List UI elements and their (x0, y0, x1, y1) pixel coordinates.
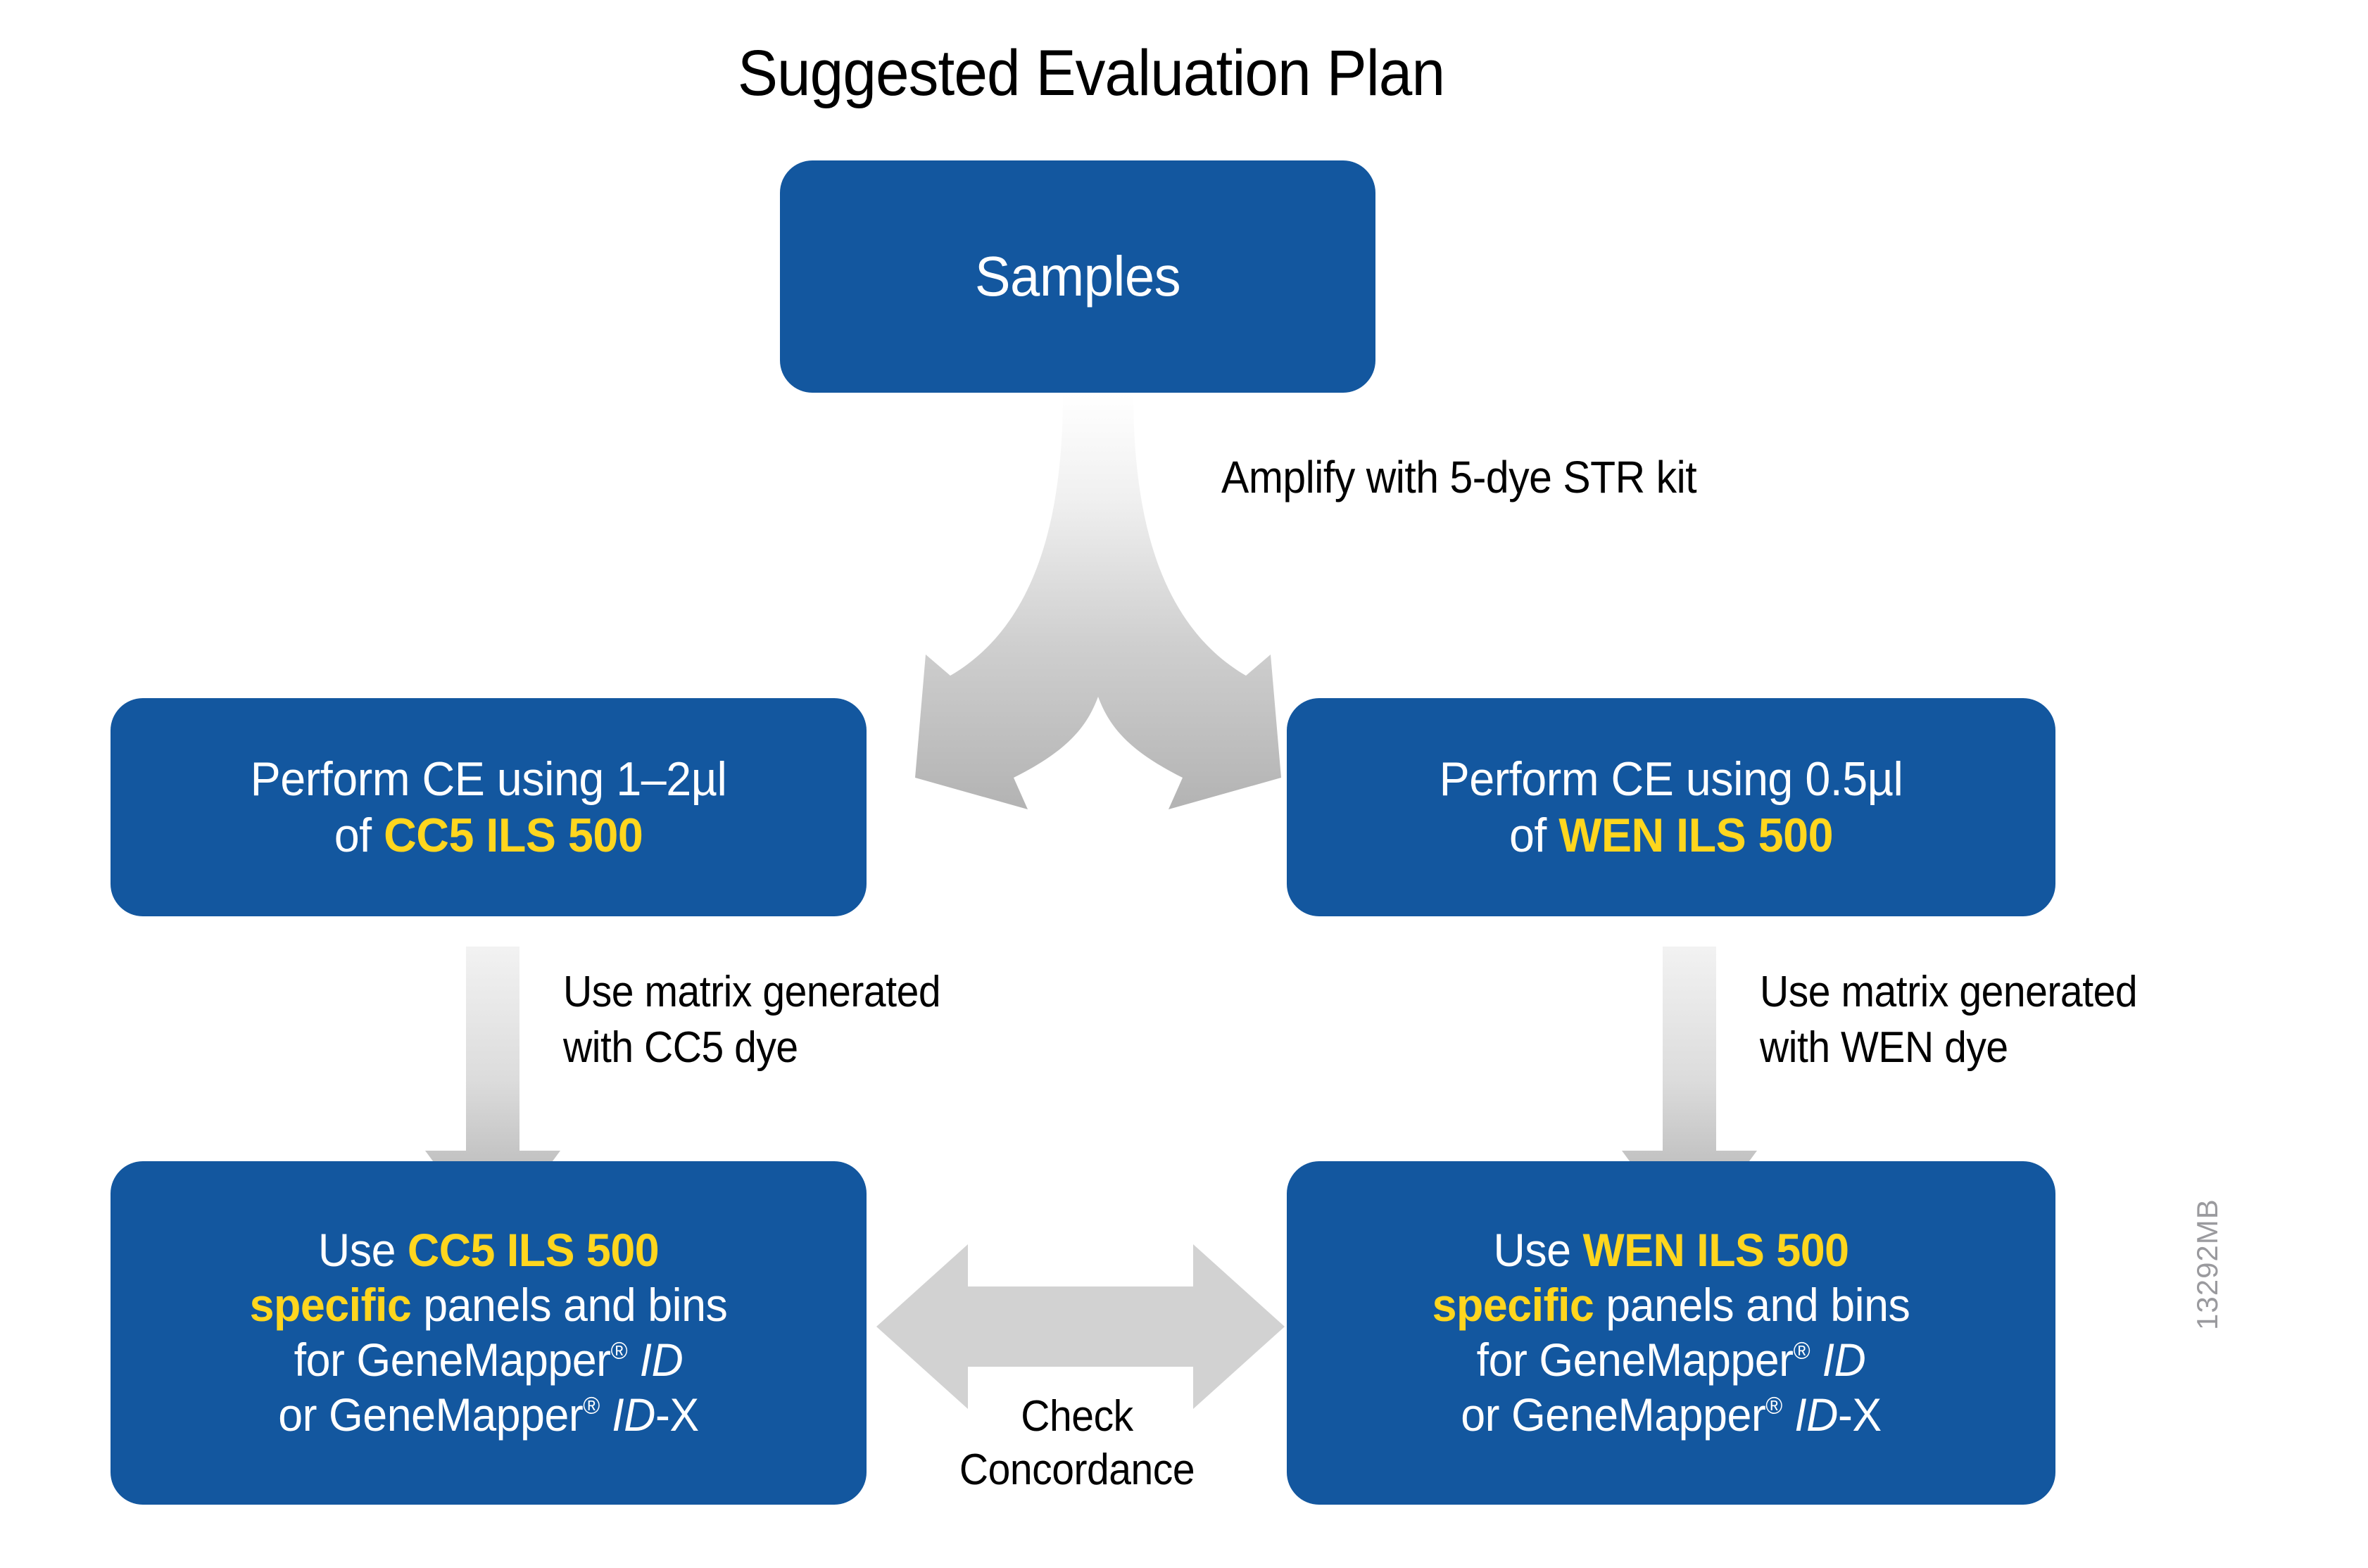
split-arrow-icon (915, 394, 1281, 809)
panels-right-line2-suffix: panels and bins (1594, 1279, 1910, 1332)
node-panels-right-text: Use WEN ILS 500 specific panels and bins… (1306, 1223, 2036, 1443)
page-title: Suggested Evaluation Plan (737, 37, 1445, 109)
panels-left-line1-prefix: Use (317, 1224, 408, 1277)
node-panels-left: Use CC5 ILS 500 specific panels and bins… (111, 1161, 867, 1505)
node-ce-left-text: Perform CE using 1–2µl of CC5 ILS 500 (130, 751, 848, 864)
ce-right-line2-prefix: of (1509, 809, 1559, 862)
ce-left-line2-prefix: of (334, 809, 384, 862)
node-ce-left: Perform CE using 1–2µl of CC5 ILS 500 (111, 698, 867, 916)
panels-right-line3-registered: ® (1793, 1337, 1810, 1365)
ce-left-line1: Perform CE using 1–2µl (250, 752, 727, 806)
panels-right-line2-highlight: specific (1432, 1279, 1594, 1332)
double-arrow-concordance-icon (876, 1244, 1285, 1409)
panels-left-line2-highlight: specific (249, 1279, 412, 1332)
panels-left-line2-suffix: panels and bins (411, 1279, 728, 1332)
document-code: 13292MB (2191, 1199, 2224, 1330)
panels-right-line1-highlight: WEN ILS 500 (1582, 1224, 1849, 1277)
node-samples-label: Samples (974, 244, 1181, 308)
panels-left-line4-prefix: or GeneMapper (278, 1388, 584, 1441)
annotation-amplify: Amplify with 5-dye STR kit (1221, 452, 1697, 502)
annotation-check-concordance: Check Concordance (959, 1392, 1195, 1494)
node-samples: Samples (780, 160, 1375, 393)
panels-left-line3-italic: ID (639, 1334, 684, 1386)
ce-right-line1: Perform CE using 0.5µl (1439, 752, 1903, 806)
ce-right-line2-highlight: WEN ILS 500 (1558, 809, 1834, 862)
panels-right-line4-registered: ® (1765, 1392, 1783, 1420)
panels-right-line3-prefix: for GeneMapper (1476, 1334, 1794, 1386)
node-panels-left-text: Use CC5 ILS 500 specific panels and bins… (130, 1223, 848, 1443)
node-panels-right: Use WEN ILS 500 specific panels and bins… (1287, 1161, 2055, 1505)
annotation-matrix-right: Use matrix generated with WEN dye (1760, 968, 2138, 1073)
annotation-matrix-left: Use matrix generated with CC5 dye (563, 968, 941, 1073)
panels-right-line4-italic: ID (1794, 1388, 1838, 1441)
panels-right-line1-prefix: Use (1493, 1224, 1583, 1277)
panels-left-line1-highlight: CC5 ILS 500 (407, 1224, 660, 1277)
panels-right-line4-suffix: -X (1837, 1388, 1882, 1441)
node-ce-right: Perform CE using 0.5µl of WEN ILS 500 (1287, 698, 2055, 916)
panels-left-line4-registered: ® (583, 1392, 600, 1420)
panels-left-line4-suffix: -X (655, 1388, 699, 1441)
panels-left-line3-prefix: for GeneMapper (294, 1334, 611, 1386)
panels-left-line3-registered: ® (610, 1337, 628, 1365)
panels-right-line4-prefix: or GeneMapper (1461, 1388, 1766, 1441)
node-ce-right-text: Perform CE using 0.5µl of WEN ILS 500 (1306, 751, 2036, 864)
panels-right-line3-italic: ID (1822, 1334, 1866, 1386)
panels-left-line4-italic: ID (612, 1388, 655, 1441)
ce-left-line2-highlight: CC5 ILS 500 (384, 809, 643, 862)
